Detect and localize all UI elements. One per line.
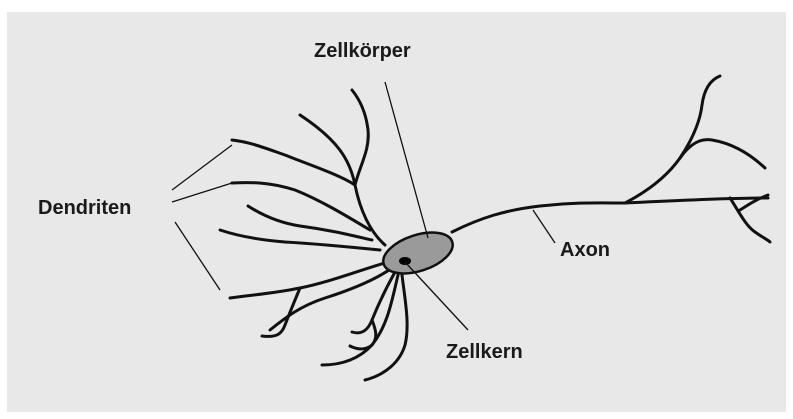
label-soma: Zellkörper — [314, 40, 411, 63]
leader-line-dendrites — [172, 183, 232, 202]
soma-body — [378, 225, 458, 281]
leader-line-nucleus — [405, 262, 468, 330]
dendrite-branch — [220, 230, 380, 250]
label-axon: Axon — [560, 239, 610, 262]
leader-line-axon — [533, 210, 555, 243]
nucleus — [399, 257, 411, 265]
label-dendrites: Dendriten — [38, 197, 131, 220]
axon-line — [452, 198, 768, 232]
dendrite-branch — [300, 115, 385, 245]
label-nucleus: Zellkern — [446, 341, 523, 364]
dendrite-branch — [232, 183, 370, 230]
leader-line-dendrites — [172, 145, 232, 190]
axon-branch — [625, 140, 765, 203]
dendrite-branch — [230, 262, 388, 298]
leader-line-dendrites — [175, 222, 220, 290]
dendrite-branch — [352, 90, 368, 185]
axon-branch — [680, 76, 720, 158]
leader-line-soma — [385, 82, 428, 238]
dendrite-branch — [248, 206, 372, 240]
